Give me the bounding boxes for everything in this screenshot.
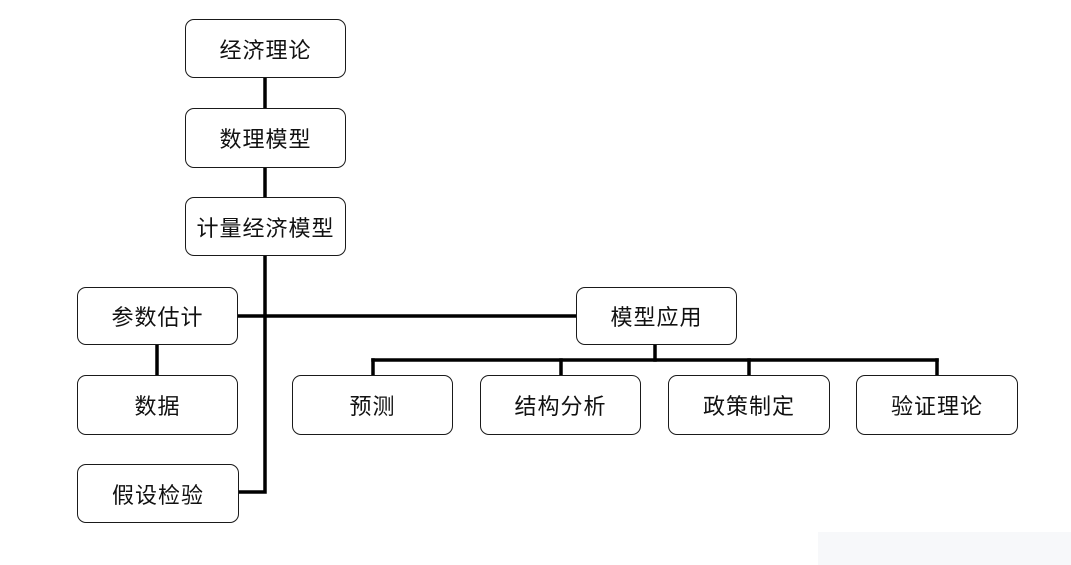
- background-corner-patch: [818, 532, 1071, 565]
- node-hypothesis-testing: 假设检验: [77, 464, 239, 523]
- node-economic-theory: 经济理论: [185, 19, 346, 78]
- node-math-model: 数理模型: [185, 108, 346, 168]
- node-policy-making: 政策制定: [668, 375, 830, 435]
- node-model-application: 模型应用: [576, 287, 737, 345]
- node-data: 数据: [77, 375, 238, 435]
- node-forecasting: 预测: [292, 375, 453, 435]
- node-econometric-model: 计量经济模型: [185, 197, 346, 256]
- node-structural-analysis: 结构分析: [480, 375, 641, 435]
- node-theory-verification: 验证理论: [856, 375, 1018, 435]
- connector-trunk-to-testing: [238, 254, 267, 494]
- node-parameter-estimation: 参数估计: [77, 287, 238, 345]
